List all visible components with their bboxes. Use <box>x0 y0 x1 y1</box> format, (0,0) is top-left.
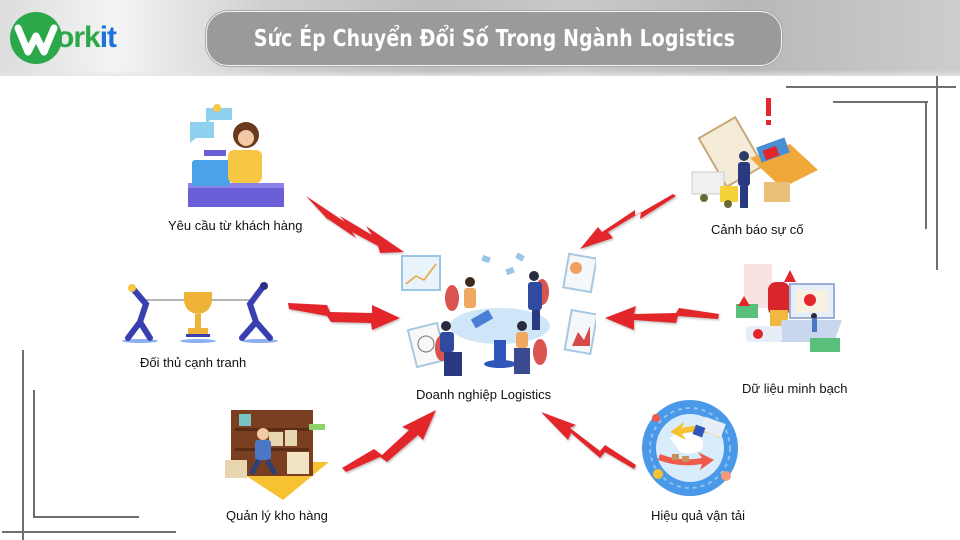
frame-line-bl-inner-h <box>33 516 139 518</box>
node-label-customer: Yêu cầu từ khách hàng <box>168 218 303 233</box>
header-banner: orkit Sức Ép Chuyển Đổi Số Trong Ngành L… <box>0 0 960 76</box>
arrow-alert-icon <box>580 194 676 249</box>
logo-text-blue: it <box>99 21 117 54</box>
customer-request-illustration-icon <box>188 104 284 207</box>
business-meeting-illustration-icon <box>401 252 596 376</box>
logo-w-circle-icon <box>10 12 62 64</box>
frame-line-bl-outer-v <box>22 350 24 540</box>
tug-of-war-trophy-illustration-icon <box>122 282 278 343</box>
node-label-data: Dữ liệu minh bạch <box>742 381 848 396</box>
node-label-alert: Cảnh báo sự cố <box>711 222 804 237</box>
arrow-competitor-icon <box>288 303 400 330</box>
arrow-warehouse-icon <box>342 410 436 472</box>
frame-line-tr-inner-v <box>925 101 927 229</box>
arrow-data-icon <box>605 306 719 330</box>
arrow-transport-icon <box>541 412 636 469</box>
frame-line-tr-outer-v <box>936 76 938 270</box>
node-label-transport: Hiệu quả vận tải <box>651 508 745 523</box>
shipping-alert-illustration-icon <box>691 98 818 208</box>
warehouse-worker-illustration-icon <box>225 410 329 500</box>
page-title: Sức Ép Chuyển Đổi Số Trong Ngành Logisti… <box>253 25 735 52</box>
frame-line-tr-inner-h <box>833 101 928 103</box>
frame-line-tr-outer-h <box>786 86 956 88</box>
logo-text-green: ork <box>56 21 101 54</box>
node-label-warehouse: Quản lý kho hàng <box>226 508 328 523</box>
data-transparency-illustration-icon <box>736 264 842 352</box>
node-label-competitor: Đối thủ cạnh tranh <box>140 355 247 370</box>
node-label-center: Doanh nghiệp Logistics <box>416 387 552 402</box>
workit-logo[interactable]: orkit <box>10 12 140 64</box>
global-transport-illustration-icon <box>642 400 738 496</box>
frame-line-bl-outer-h <box>2 531 176 533</box>
logo-text: orkit <box>56 21 117 54</box>
frame-line-bl-inner-v <box>33 390 35 517</box>
title-banner: Sức Ép Chuyển Đổi Số Trong Ngành Logisti… <box>206 11 782 66</box>
arrow-customer-icon <box>306 196 404 253</box>
